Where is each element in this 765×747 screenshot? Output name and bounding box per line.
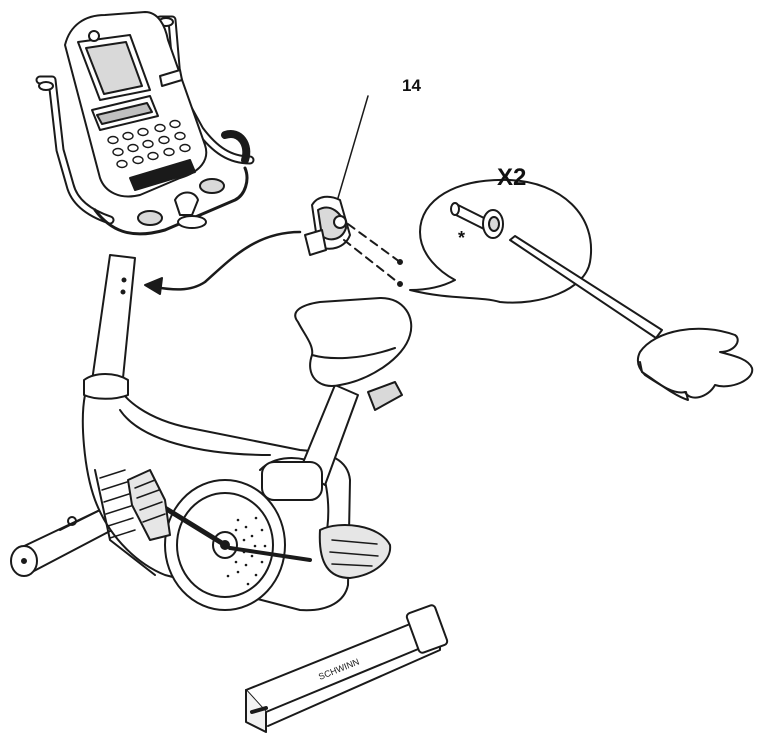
right-pedal bbox=[230, 525, 390, 578]
left-pedal bbox=[128, 470, 225, 545]
quantity-label: X2 bbox=[497, 164, 527, 191]
upright-post bbox=[84, 255, 135, 399]
install-arrow bbox=[145, 232, 300, 294]
wrench-tool bbox=[510, 236, 752, 400]
console bbox=[65, 12, 206, 196]
rear-stabilizer: SCHWINN bbox=[246, 604, 448, 732]
asterisk-mark: * bbox=[458, 228, 466, 248]
leader-line bbox=[338, 96, 368, 198]
hardware-callout bbox=[410, 180, 752, 400]
exercise-bike: SCHWINN bbox=[11, 12, 448, 732]
part-number-label: 14 bbox=[402, 76, 421, 95]
bolt bbox=[451, 203, 503, 238]
part-14-bracket bbox=[305, 96, 402, 286]
seat-assembly bbox=[262, 298, 411, 500]
